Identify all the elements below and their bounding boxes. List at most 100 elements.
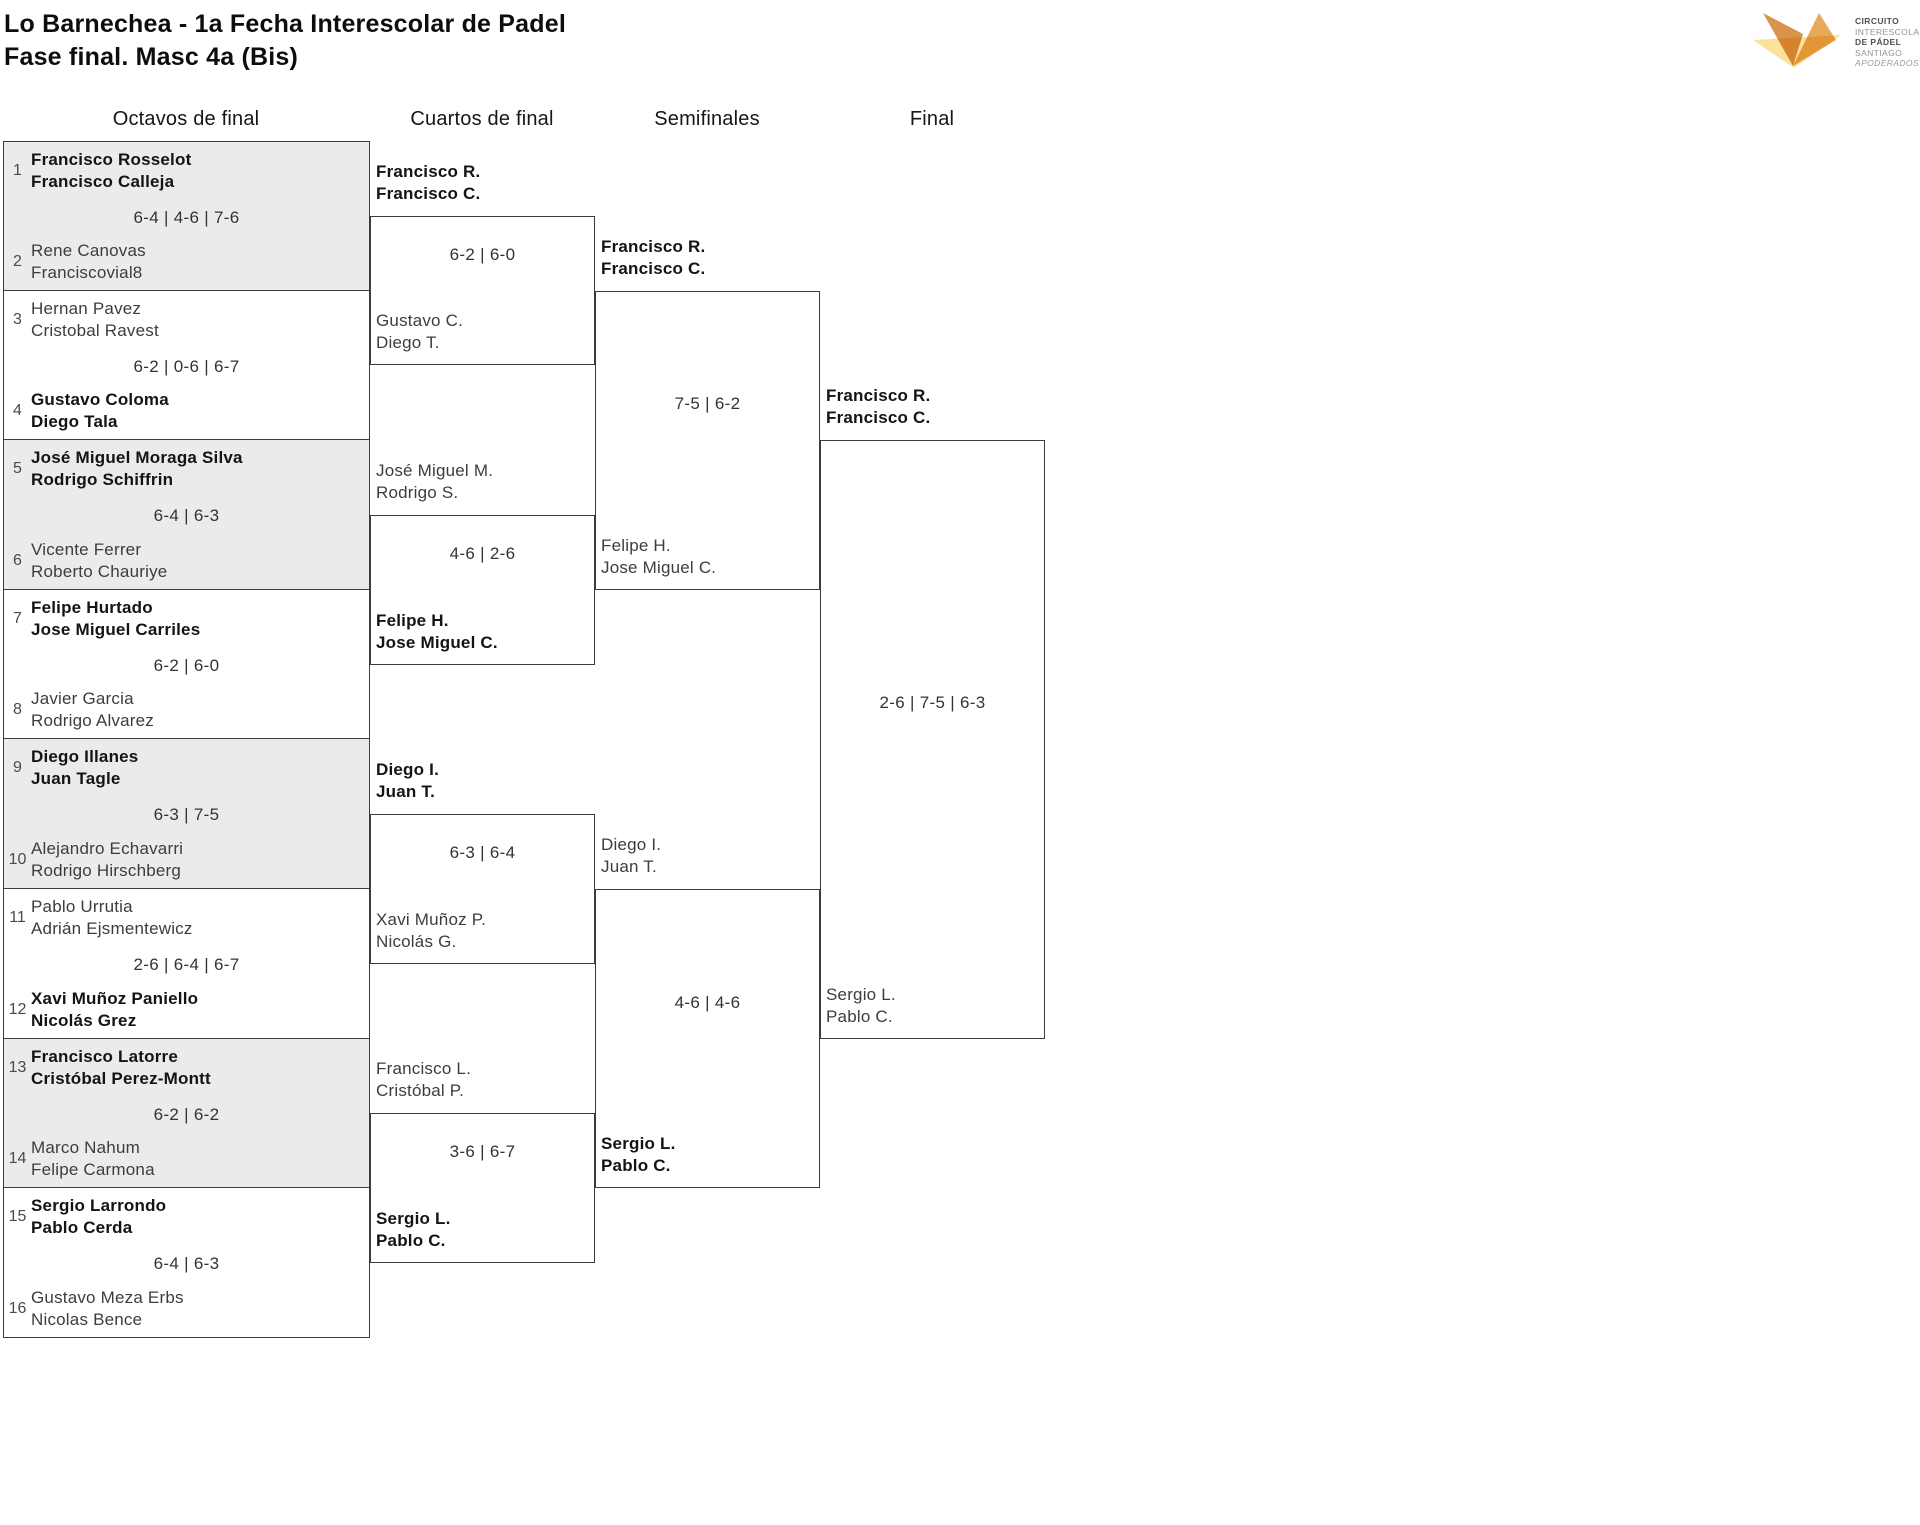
qf-match-box-3 [370, 814, 595, 964]
player-name: Rodrigo Alvarez [31, 711, 155, 730]
tournament-name: Lo Barnechea - 1a Fecha Interescolar de … [4, 10, 567, 38]
match-score: 6-3 | 7-5 [153, 805, 220, 824]
advancing-team: Francisco R. Francisco C. [376, 161, 480, 205]
qf-match-box-4 [370, 1113, 595, 1263]
team-row: 6 Vicente Ferrer Roberto Chauriye [4, 539, 167, 583]
of-match-2: 3 Hernan Pavez Cristobal Ravest 6-2 | 0-… [3, 291, 370, 440]
player-name: Roberto Chauriye [31, 562, 168, 581]
player-name: Sergio L. [601, 1134, 676, 1153]
match-score: 6-2 | 0-6 | 6-7 [133, 357, 240, 376]
team-names: Javier Garcia Rodrigo Alvarez [31, 688, 154, 732]
player-name: Diego T. [376, 333, 440, 352]
of-match-5: 9 Diego Illanes Juan Tagle 6-3 | 7-5 10 … [3, 739, 370, 889]
player-name: Hernan Pavez [31, 299, 142, 318]
seed-number: 7 [13, 610, 22, 627]
seed-number: 16 [8, 1300, 27, 1317]
sf-match-box-1 [595, 291, 820, 590]
team-row: 13 Francisco Latorre Cristóbal Perez-Mon… [4, 1046, 211, 1090]
player-name: José Miguel Moraga Silva [31, 448, 243, 467]
team-row: 4 Gustavo Coloma Diego Tala [4, 389, 169, 433]
player-name: Franciscovial8 [31, 263, 143, 282]
player-name: Juan T. [601, 857, 657, 876]
player-name: Rodrigo S. [376, 483, 459, 502]
seed-number: 10 [8, 851, 27, 868]
team-row: 14 Marco Nahum Felipe Carmona [4, 1137, 155, 1181]
finalist-team: Sergio L. Pablo C. [826, 984, 896, 1028]
qf-score-2: 4-6 | 2-6 [449, 544, 516, 563]
of-match-3: 5 José Miguel Moraga Silva Rodrigo Schif… [3, 440, 370, 590]
team-row: 5 José Miguel Moraga Silva Rodrigo Schif… [4, 447, 243, 491]
player-name: Gustavo C. [376, 311, 464, 330]
advancing-team: Gustavo C. Diego T. [376, 310, 463, 354]
of-match-4: 7 Felipe Hurtado Jose Miguel Carriles 6-… [3, 590, 370, 739]
player-name: Cristobal Ravest [31, 321, 159, 340]
seed-number: 5 [13, 460, 22, 477]
of-match-8: 15 Sergio Larrondo Pablo Cerda 6-4 | 6-3… [3, 1188, 370, 1338]
team-row: 9 Diego Illanes Juan Tagle [4, 746, 138, 790]
seed-number: 9 [13, 759, 22, 776]
advancing-team: Francisco L. Cristóbal P. [376, 1058, 471, 1102]
player-name: Felipe Hurtado [31, 598, 153, 617]
team-row: 1 Francisco Rosselot Francisco Calleja [4, 149, 191, 193]
advancing-team: Diego I. Juan T. [601, 834, 661, 878]
seed-number: 15 [8, 1208, 27, 1225]
seed-number: 1 [13, 162, 22, 179]
player-name: Francisco L. [376, 1059, 471, 1078]
player-name: Nicolás G. [376, 932, 457, 951]
player-name: Diego I. [601, 835, 662, 854]
sf-score-2: 4-6 | 4-6 [674, 993, 741, 1012]
player-name: Felipe H. [601, 536, 671, 555]
match-score: 6-2 | 6-0 [153, 656, 220, 675]
player-name: Francisco R. [826, 386, 931, 405]
team-names: Francisco Latorre Cristóbal Perez-Montt [31, 1046, 211, 1090]
player-name: Sergio L. [376, 1209, 451, 1228]
fox-triangles-icon [1753, 10, 1843, 72]
team-names: Gustavo Meza Erbs Nicolas Bence [31, 1287, 184, 1331]
team-names: Marco Nahum Felipe Carmona [31, 1137, 155, 1181]
team-row: 7 Felipe Hurtado Jose Miguel Carriles [4, 597, 200, 641]
player-name: Francisco Rosselot [31, 150, 192, 169]
logo: CIRCUITO INTERESCOLAR DE PÁDEL SANTIAGO … [1753, 10, 1920, 72]
logo-line: APODERADOS [1855, 58, 1919, 68]
round-header-semifinales: Semifinales [654, 108, 760, 130]
player-name: Javier Garcia [31, 689, 134, 708]
logo-line: SANTIAGO [1855, 47, 1903, 58]
seed-number: 13 [8, 1059, 27, 1076]
player-name: Francisco C. [601, 259, 706, 278]
player-name: Nicolas Bence [31, 1310, 143, 1329]
team-names: Francisco Rosselot Francisco Calleja [31, 149, 191, 193]
advancing-team: Felipe H. Jose Miguel C. [601, 535, 716, 579]
team-names: Diego Illanes Juan Tagle [31, 746, 138, 790]
team-names: Hernan Pavez Cristobal Ravest [31, 298, 159, 342]
player-name: Francisco R. [376, 162, 481, 181]
sf-match-box-2 [595, 889, 820, 1188]
player-name: Alejandro Echavarri [31, 839, 184, 858]
seed-number: 11 [9, 909, 26, 926]
advancing-team: Diego I. Juan T. [376, 759, 439, 803]
team-row: 3 Hernan Pavez Cristobal Ravest [4, 298, 159, 342]
player-name: Francisco Calleja [31, 172, 175, 191]
player-name: Cristóbal Perez-Montt [31, 1069, 211, 1088]
team-row: 10 Alejandro Echavarri Rodrigo Hirschber… [4, 838, 183, 882]
advancing-team: Sergio L. Pablo C. [376, 1208, 451, 1252]
player-name: Jose Miguel Carriles [31, 620, 201, 639]
team-names: Xavi Muñoz Paniello Nicolás Grez [31, 988, 198, 1032]
match-score: 6-2 | 6-2 [153, 1105, 220, 1124]
phase-name: Fase final. Masc 4a (Bis) [4, 43, 299, 71]
player-name: Xavi Muñoz Paniello [31, 989, 199, 1008]
seed-number: 8 [13, 701, 22, 718]
team-row: 16 Gustavo Meza Erbs Nicolas Bence [4, 1287, 184, 1331]
advancing-team: Felipe H. Jose Miguel C. [376, 610, 498, 654]
team-row: 11 Pablo Urrutia Adrián Ejsmentewicz [4, 896, 193, 940]
team-row: 2 Rene Canovas Franciscovial8 [4, 240, 146, 284]
of-match-1: 1 Francisco Rosselot Francisco Calleja 6… [3, 141, 370, 291]
player-name: Felipe H. [376, 611, 449, 630]
team-row: 8 Javier Garcia Rodrigo Alvarez [4, 688, 154, 732]
team-names: Sergio Larrondo Pablo Cerda [31, 1195, 166, 1239]
team-names: Vicente Ferrer Roberto Chauriye [31, 539, 167, 583]
final-score: 2-6 | 7-5 | 6-3 [879, 693, 986, 712]
advancing-team: Xavi Muñoz P. Nicolás G. [376, 909, 486, 953]
player-name: Rodrigo Hirschberg [31, 861, 182, 880]
player-name: Nicolás Grez [31, 1011, 137, 1030]
seed-number: 4 [13, 402, 22, 419]
